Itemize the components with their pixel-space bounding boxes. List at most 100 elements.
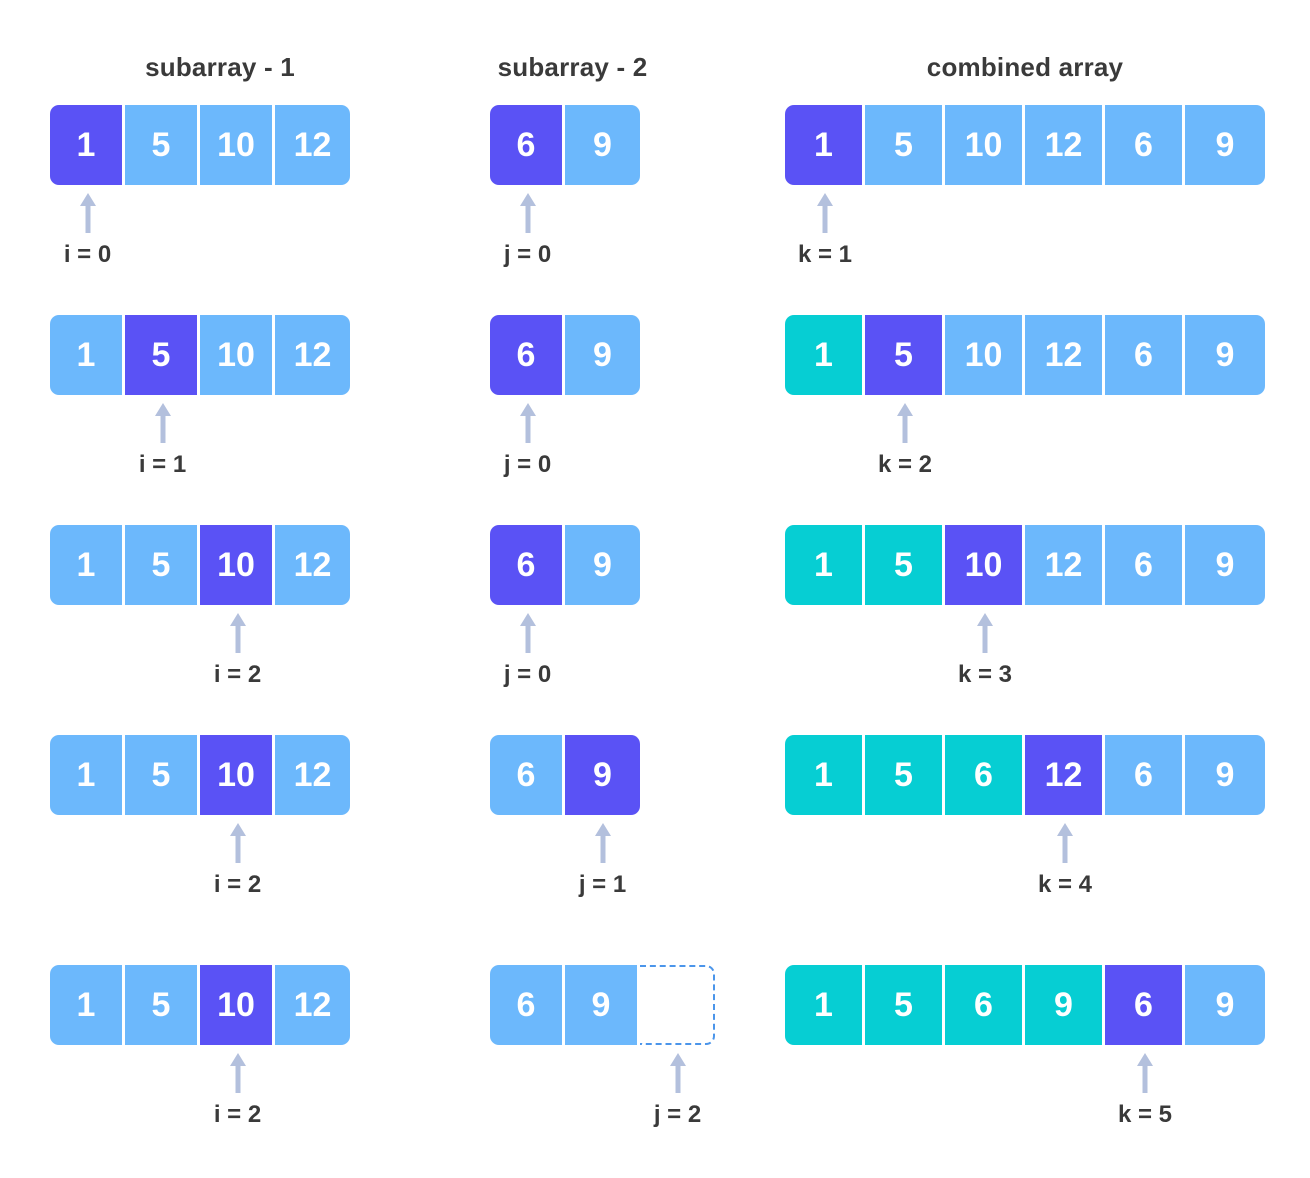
up-arrow-icon xyxy=(229,613,246,653)
up-arrow-icon xyxy=(897,403,913,443)
up-arrow-icon xyxy=(229,823,246,863)
array-cell[interactable]: 6 xyxy=(945,735,1025,815)
array-cell[interactable]: 1 xyxy=(50,735,125,815)
array-cell[interactable]: 5 xyxy=(125,105,200,185)
array-cell[interactable]: 6 xyxy=(1105,965,1185,1045)
array-cell[interactable]: 5 xyxy=(125,735,200,815)
array-cell[interactable]: 10 xyxy=(200,965,275,1045)
array-cell[interactable]: 5 xyxy=(125,315,200,395)
array-cell[interactable]: 5 xyxy=(125,965,200,1045)
array-cell[interactable]: 12 xyxy=(275,525,350,605)
array-cell[interactable]: 12 xyxy=(1025,105,1105,185)
array-cell[interactable]: 9 xyxy=(565,965,640,1045)
array-cell[interactable]: 5 xyxy=(865,965,945,1045)
array-cell[interactable]: 12 xyxy=(1025,525,1105,605)
up-arrow-icon xyxy=(154,403,171,443)
index-pointer-label: k = 1 xyxy=(797,241,853,268)
array-cell[interactable]: 1 xyxy=(50,315,125,395)
array-cell[interactable]: 5 xyxy=(865,735,945,815)
array-cell[interactable]: 12 xyxy=(1025,315,1105,395)
index-pointer-label: i = 0 xyxy=(63,241,112,268)
array-cell[interactable]: 9 xyxy=(565,105,640,185)
array-cell[interactable]: 1 xyxy=(785,105,865,185)
array-cell[interactable]: 12 xyxy=(275,315,350,395)
array-cell[interactable]: 6 xyxy=(1105,315,1185,395)
array-cell[interactable]: 1 xyxy=(50,105,125,185)
up-arrow-icon xyxy=(594,823,611,863)
array-cell-empty[interactable] xyxy=(640,965,715,1045)
index-pointer-label: k = 4 xyxy=(1037,871,1093,898)
up-arrow-icon xyxy=(1057,823,1073,863)
index-pointer: k = 5 xyxy=(1085,1051,1205,1129)
array-cell[interactable]: 9 xyxy=(1185,525,1265,605)
array-cell[interactable]: 6 xyxy=(945,965,1025,1045)
up-arrow-icon xyxy=(519,193,536,233)
array-cell[interactable]: 6 xyxy=(1105,105,1185,185)
array-cell[interactable]: 6 xyxy=(1105,525,1185,605)
array-cell[interactable]: 10 xyxy=(200,315,275,395)
array-cell[interactable]: 6 xyxy=(490,315,565,395)
array-cell[interactable]: 1 xyxy=(785,315,865,395)
array-cell[interactable]: 12 xyxy=(275,965,350,1045)
index-pointer-label: j = 2 xyxy=(653,1101,702,1128)
array-cell[interactable]: 6 xyxy=(1105,735,1185,815)
array-cell[interactable]: 6 xyxy=(490,965,565,1045)
array-cell[interactable]: 10 xyxy=(945,105,1025,185)
array-cell[interactable]: 12 xyxy=(275,105,350,185)
array-cell[interactable]: 1 xyxy=(50,525,125,605)
index-pointer-label: i = 2 xyxy=(213,661,262,688)
array-cell[interactable]: 9 xyxy=(565,525,640,605)
array-cell[interactable]: 5 xyxy=(865,315,945,395)
index-pointer: i = 1 xyxy=(103,401,223,479)
array-cell[interactable]: 10 xyxy=(200,735,275,815)
array-cell[interactable]: 9 xyxy=(1185,315,1265,395)
array-cell[interactable]: 9 xyxy=(565,735,640,815)
index-pointer: k = 2 xyxy=(845,401,965,479)
array-cell[interactable]: 9 xyxy=(1185,965,1265,1045)
array-cell[interactable]: 6 xyxy=(490,525,565,605)
array-cell[interactable]: 6 xyxy=(490,735,565,815)
array-cell[interactable]: 1 xyxy=(785,735,865,815)
array-cell[interactable]: 12 xyxy=(275,735,350,815)
array-cell[interactable]: 5 xyxy=(125,525,200,605)
array-cell[interactable]: 9 xyxy=(1185,105,1265,185)
array-cell[interactable]: 9 xyxy=(1185,735,1265,815)
array-cell[interactable]: 9 xyxy=(565,315,640,395)
array-cell[interactable]: 1 xyxy=(50,965,125,1045)
array-cell[interactable]: 5 xyxy=(865,525,945,605)
index-pointer: i = 2 xyxy=(178,821,298,899)
array-cell[interactable]: 1 xyxy=(785,525,865,605)
index-pointer: j = 2 xyxy=(618,1051,738,1129)
up-arrow-icon xyxy=(1137,1053,1153,1093)
array-cell[interactable]: 10 xyxy=(945,525,1025,605)
array-cell[interactable]: 5 xyxy=(865,105,945,185)
index-pointer-label: j = 1 xyxy=(578,871,627,898)
index-pointer: j = 0 xyxy=(468,401,588,479)
array-cell[interactable]: 12 xyxy=(1025,735,1105,815)
array-cell[interactable]: 9 xyxy=(1025,965,1105,1045)
array-cell[interactable]: 10 xyxy=(945,315,1025,395)
index-pointer: k = 1 xyxy=(765,191,885,269)
array-cell[interactable]: 1 xyxy=(785,965,865,1045)
up-arrow-icon xyxy=(79,193,96,233)
array-cell[interactable]: 6 xyxy=(490,105,565,185)
array-cell[interactable]: 10 xyxy=(200,525,275,605)
array-cell[interactable]: 10 xyxy=(200,105,275,185)
column-header-combined-array: combined array xyxy=(926,52,1124,82)
